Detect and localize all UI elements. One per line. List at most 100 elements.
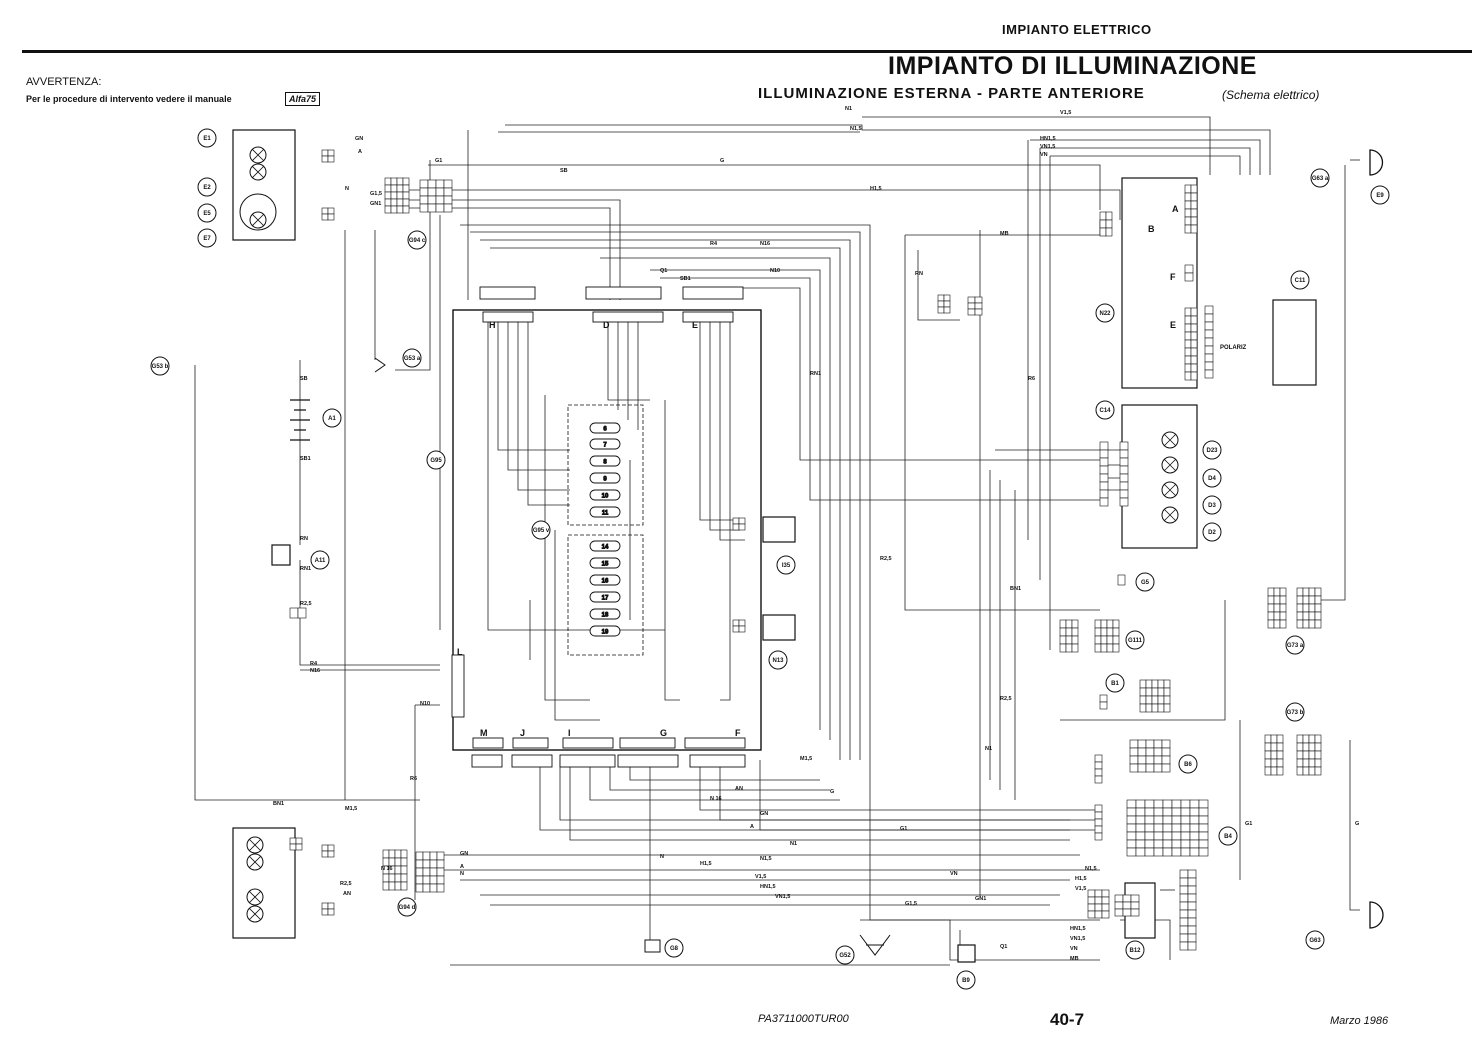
wire-label: N1 <box>790 841 797 847</box>
svg-text:G8: G8 <box>670 946 679 952</box>
side-lamp-E9-bottom <box>1369 901 1384 929</box>
component-a11: A11 <box>310 550 330 570</box>
svg-text:C14: C14 <box>1099 408 1111 414</box>
connector-top-H <box>479 286 536 300</box>
connector-grid-g94-b <box>967 296 983 316</box>
component-g8: G8 <box>664 938 684 958</box>
wire-label: G1 <box>900 826 907 832</box>
wire-label: N10 <box>420 701 430 707</box>
switch-B9 <box>957 944 976 963</box>
connector-bottom-I <box>559 754 616 768</box>
wire-label: HN1,5 <box>1070 926 1086 932</box>
wire-label: VN <box>950 871 958 877</box>
wire-label: G1 <box>1245 821 1252 827</box>
fuse-15: 15 <box>589 557 621 569</box>
wire-label: N10 <box>770 268 780 274</box>
connector-grid-a <box>1184 184 1198 234</box>
fuse-box-outline <box>452 309 762 751</box>
component-n13: N13 <box>768 650 788 670</box>
connector-bottom-M <box>471 754 503 768</box>
wire-label: R2,5 <box>300 601 312 607</box>
wire-label: HN1,5 <box>760 884 776 890</box>
component-b4: B4 <box>1218 826 1238 846</box>
wire-label: GN <box>355 136 363 142</box>
wire-label: R4 <box>310 661 318 667</box>
wire-label: VN1,5 <box>775 894 790 900</box>
component-d4: D4 <box>1202 468 1222 488</box>
polariz-label: POLARIZ <box>1220 345 1247 351</box>
connector-grid-b12-a <box>1087 889 1110 919</box>
connector-bottom-F <box>689 754 746 768</box>
connector-F <box>684 737 746 749</box>
connector-grid-b6 <box>1129 739 1171 773</box>
connector-grid-top-left <box>419 179 453 213</box>
wire-label: N 16 <box>710 796 722 802</box>
wire-label: RN <box>300 536 308 542</box>
light-module-C14 <box>1121 404 1198 549</box>
svg-text:15: 15 <box>602 562 609 568</box>
page-title: IMPIANTO DI ILLUMINAZIONE <box>888 52 1257 80</box>
svg-text:B12: B12 <box>1129 948 1141 954</box>
connector-C11 <box>1272 299 1317 386</box>
svg-text:C11: C11 <box>1295 278 1306 284</box>
connector-grid-g73a <box>1267 587 1287 629</box>
connector-grid-g94d <box>382 849 408 891</box>
svg-text:D3: D3 <box>1208 503 1216 509</box>
component-g95-v: G95 v <box>531 520 551 540</box>
wire-label: SB <box>560 168 568 174</box>
connector-grid-b1-a <box>1099 694 1108 710</box>
connector-grid-n13 <box>732 619 746 633</box>
connector-E <box>682 311 734 323</box>
wire-label: N16 <box>760 241 770 247</box>
svg-text:E9: E9 <box>1376 193 1384 199</box>
component-g5: G5 <box>1135 572 1155 592</box>
connector-top-D <box>585 286 662 300</box>
wire-label: SB1 <box>300 456 311 462</box>
wire-label: VN <box>1070 946 1078 952</box>
component-g63-a: G63 a <box>1310 168 1330 188</box>
relay-N13 <box>762 614 796 641</box>
warning-text: Per le procedure di intervento vedere il… <box>26 94 232 104</box>
component-b6: B6 <box>1178 754 1198 774</box>
wire-label: N1,5 <box>1085 866 1097 872</box>
component-e9: E9 <box>1370 185 1390 205</box>
connector-grid-g73b <box>1264 734 1284 776</box>
wire-label: BN1 <box>273 801 284 807</box>
component-e7: E7 <box>197 228 217 248</box>
svg-text:A11: A11 <box>315 558 326 564</box>
wire-label: N1 <box>845 106 852 112</box>
connector-grid-g73b-b <box>1296 734 1322 776</box>
wire-label: RN1 <box>810 371 821 377</box>
connector-top-E <box>682 286 744 300</box>
svg-text:N13: N13 <box>772 658 784 664</box>
battery-A1 <box>290 399 310 441</box>
fuse-8: 8 <box>589 455 621 467</box>
wire-label: Q1 <box>1000 944 1007 950</box>
page-subtitle: ILLUMINAZIONE ESTERNA - PARTE ANTERIORE <box>758 85 1145 102</box>
svg-text:10: 10 <box>602 494 609 500</box>
connector-grid-g73a-b <box>1296 587 1322 629</box>
wire-label: N1,5 <box>760 856 772 862</box>
component-b9: B9 <box>956 970 976 990</box>
wire-label-group: GNANN1N1,5H1,5V1,5HN1,5VN1,5VNGG1G1,5GN1… <box>273 106 1359 962</box>
wire-label: R4 <box>710 241 718 247</box>
connector-grid-c14-b <box>1119 441 1129 507</box>
connector-grid-b1 <box>1139 679 1171 713</box>
wire-label: RN <box>915 271 923 277</box>
wire-label: H1,5 <box>1075 876 1087 882</box>
connector-label-d: D <box>603 320 610 330</box>
connector-grid-b12 <box>1179 869 1197 951</box>
wire-label: N 16 <box>381 866 393 872</box>
manual-badge: Alfa75 <box>285 92 321 106</box>
svg-text:17: 17 <box>602 596 609 602</box>
svg-text:G53 b: G53 b <box>152 364 169 370</box>
wire-label: GN1 <box>975 896 986 902</box>
connector-grid-c14 <box>1099 441 1109 507</box>
connector-grid-e <box>1184 307 1198 381</box>
connector-label-e: E <box>1170 320 1176 330</box>
connector-label-i: I <box>568 728 571 738</box>
wire-layer <box>194 116 1360 966</box>
svg-text:G94 c: G94 c <box>409 238 426 244</box>
connector-label-f: F <box>1170 272 1176 282</box>
